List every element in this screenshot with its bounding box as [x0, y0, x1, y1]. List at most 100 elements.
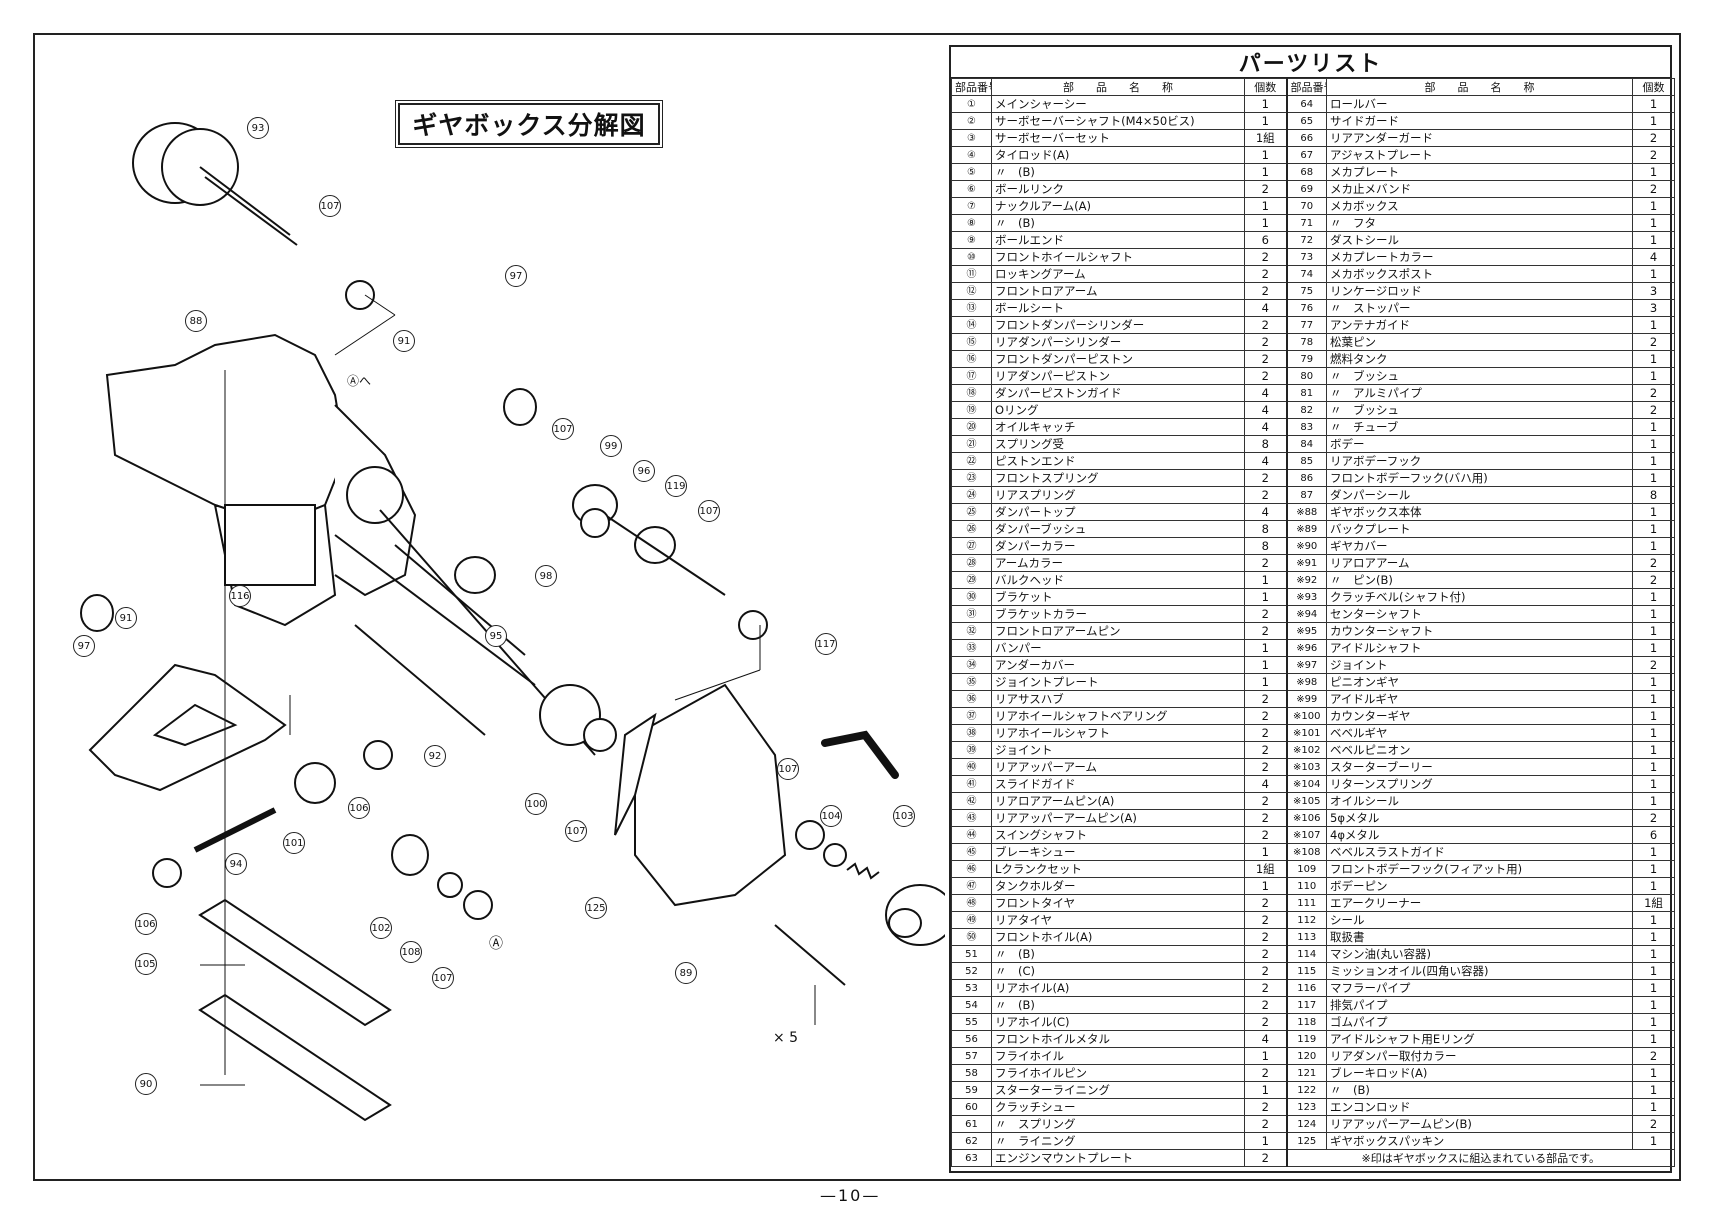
- part-qty: 4: [1244, 401, 1287, 419]
- part-qty: 1: [1632, 452, 1675, 470]
- part-name: 4φメタル: [1326, 826, 1633, 844]
- part-qty: 1: [1632, 758, 1675, 776]
- part-name: ギヤカバー: [1326, 537, 1633, 555]
- part-qty: 1: [1632, 265, 1675, 283]
- callout-94: 94: [225, 853, 247, 875]
- part-name: 〃 (B): [991, 214, 1245, 232]
- part-name: アンテナガイド: [1326, 316, 1633, 334]
- part-qty: 2: [1244, 826, 1287, 844]
- part-number: ⑱: [951, 384, 992, 402]
- part-name: 〃 (B): [991, 945, 1245, 963]
- part-number: ㊷: [951, 792, 992, 810]
- part-number: ※90: [1285, 537, 1327, 555]
- parts-list-title: パーツリスト: [951, 47, 1670, 78]
- part-name: フロントロアアームピン: [991, 622, 1245, 640]
- part-name: リアタイヤ: [991, 911, 1245, 929]
- part-name: リアアンダーガード: [1326, 129, 1633, 147]
- part-name: Lクランクセット: [991, 860, 1245, 878]
- part-name: メカボックスポスト: [1326, 265, 1633, 283]
- part-qty: 8: [1632, 486, 1675, 504]
- part-number: 87: [1285, 486, 1327, 504]
- part-name: リアダンパー取付カラー: [1326, 1047, 1633, 1065]
- part-number: 82: [1285, 401, 1327, 419]
- part-name: カウンターシャフト: [1326, 622, 1633, 640]
- callout-105: 105: [135, 953, 157, 975]
- part-number: 80: [1285, 367, 1327, 385]
- parts-table-header: 部品番号 部 品 名 称 個数 部品番号 部 品 名 称 個数: [951, 78, 1675, 96]
- part-name: リアホイールシャフトベアリング: [991, 707, 1245, 725]
- part-name: 〃 フタ: [1326, 214, 1633, 232]
- part-number: 85: [1285, 452, 1327, 470]
- part-qty: 2: [1632, 1047, 1675, 1065]
- part-qty: 1: [1632, 418, 1675, 436]
- part-name: 〃 ブッシュ: [1326, 367, 1633, 385]
- part-number: 77: [1285, 316, 1327, 334]
- part-qty: 2: [1244, 469, 1287, 487]
- part-qty: 1: [1632, 469, 1675, 487]
- part-qty: 8: [1244, 537, 1287, 555]
- part-name: リアダンパーシリンダー: [991, 333, 1245, 351]
- callout-100: 100: [525, 793, 547, 815]
- part-number: ※89: [1285, 520, 1327, 538]
- part-qty: 1: [1632, 214, 1675, 232]
- part-name: フロントホイルメタル: [991, 1030, 1245, 1048]
- part-qty: 1: [1632, 163, 1675, 181]
- part-qty: 2: [1632, 180, 1675, 198]
- part-number: ※98: [1285, 673, 1327, 691]
- part-qty: 1: [1632, 95, 1675, 113]
- part-qty: 2: [1632, 809, 1675, 827]
- part-name: フロントダンパーピストン: [991, 350, 1245, 368]
- part-number: 111: [1285, 894, 1327, 912]
- part-qty: 2: [1244, 894, 1287, 912]
- part-name: ピストンエンド: [991, 452, 1245, 470]
- part-name: アームカラー: [991, 554, 1245, 572]
- part-number: 115: [1285, 962, 1327, 980]
- part-name: フロントタイヤ: [991, 894, 1245, 912]
- part-name: オイルシール: [1326, 792, 1633, 810]
- part-qty: 1: [1632, 1081, 1675, 1099]
- part-qty: 1: [1632, 197, 1675, 215]
- part-name: 〃 (B): [1326, 1081, 1633, 1099]
- part-name: リンケージロッド: [1326, 282, 1633, 300]
- callout-101: 101: [283, 832, 305, 854]
- part-number: ※96: [1285, 639, 1327, 657]
- part-number: 84: [1285, 435, 1327, 453]
- part-number: 109: [1285, 860, 1327, 878]
- callout-89: 89: [675, 962, 697, 984]
- part-qty: 1: [1244, 1047, 1287, 1065]
- part-name: リターンスプリング: [1326, 775, 1633, 793]
- part-name: メインシャーシー: [991, 95, 1245, 113]
- part-name: 〃 ピン(B): [1326, 571, 1633, 589]
- part-qty: 2: [1244, 979, 1287, 997]
- part-name: ボデーピン: [1326, 877, 1633, 895]
- part-qty: 2: [1244, 707, 1287, 725]
- part-name: ブラケット: [991, 588, 1245, 606]
- part-name: タイロッド(A): [991, 146, 1245, 164]
- part-qty: 3: [1632, 299, 1675, 317]
- part-qty: 2: [1244, 928, 1287, 946]
- part-name: ボデー: [1326, 435, 1633, 453]
- part-name: エンジンマウントプレート: [991, 1149, 1245, 1167]
- part-qty: 1組: [1244, 129, 1287, 147]
- part-number: 61: [951, 1115, 992, 1133]
- part-number: 70: [1285, 197, 1327, 215]
- exploded-diagram: ギヤボックス分解図 93 107 97 88 91 Ⓐへ 99 96 119 1…: [35, 35, 945, 1179]
- part-name: ボールリンク: [991, 180, 1245, 198]
- part-qty: 2: [1244, 486, 1287, 504]
- part-qty: 2: [1244, 962, 1287, 980]
- part-number: ㉝: [951, 639, 992, 657]
- part-name: フロントダンパーシリンダー: [991, 316, 1245, 334]
- part-number: ㊾: [951, 911, 992, 929]
- part-qty: 1: [1632, 231, 1675, 249]
- part-number: ⑥: [951, 180, 992, 198]
